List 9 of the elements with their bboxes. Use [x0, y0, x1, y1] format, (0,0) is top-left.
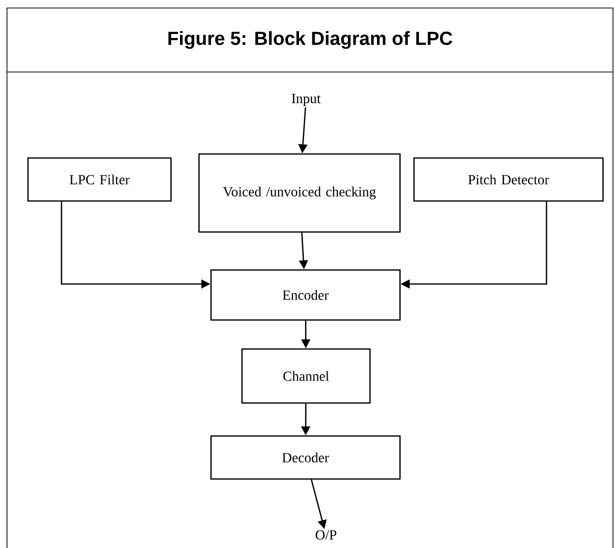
process-box: Encoder: [210, 269, 401, 321]
process-box: Decoder: [210, 435, 401, 480]
title: Figure 5: Block Diagram of LPC: [168, 31, 452, 49]
text-label: O/P: [316, 530, 336, 540]
process-box: Channel: [241, 348, 371, 404]
process-box: Voiced /unvoiced checking: [198, 153, 401, 233]
process-box: Pitch Detector: [413, 157, 604, 202]
text-label: Input: [292, 94, 321, 106]
process-box: LPC Filter: [27, 157, 172, 202]
